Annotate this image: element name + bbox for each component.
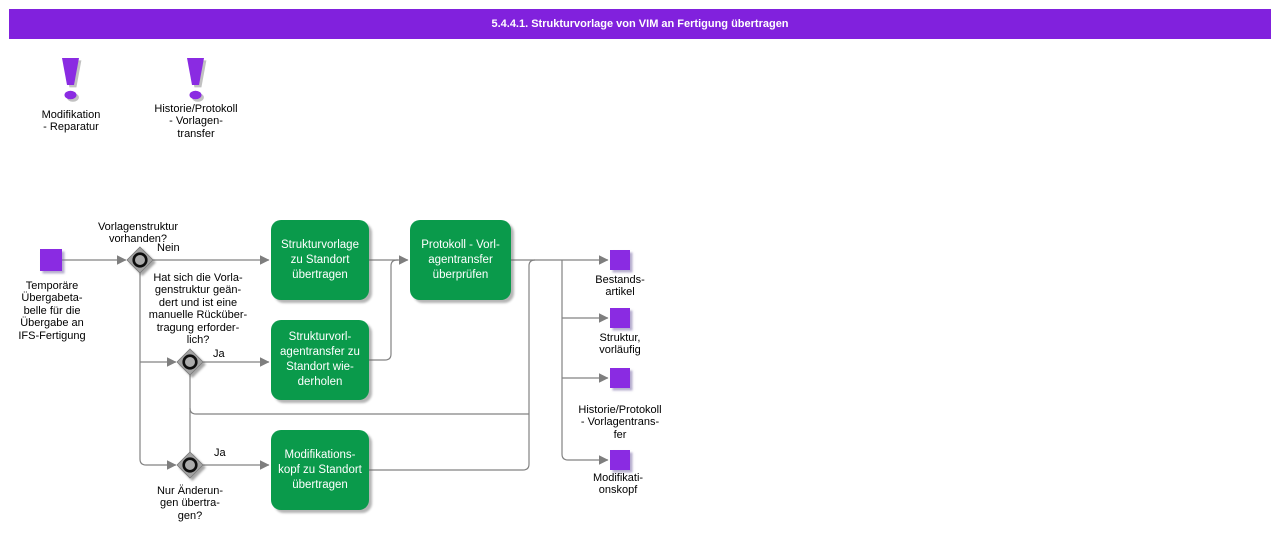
decision-gateway-2[interactable] <box>176 348 204 376</box>
decision1-question: Vorlagenstruktur vorhanden? <box>97 221 179 246</box>
decision3-branch-label: Ja <box>214 447 226 459</box>
activity-modifikationskopf-uebertragen[interactable]: Modifikations- kopf zu Standort übertrag… <box>271 430 369 510</box>
output-node-historie-protokoll[interactable] <box>610 368 630 388</box>
exclamation-icon <box>62 58 82 102</box>
output-label-struktur-vorlaeufig: Struktur, vorläufig <box>599 332 641 357</box>
process-title: 5.4.4.1. Strukturvorlage von VIM an Fert… <box>491 18 789 30</box>
start-node[interactable] <box>40 249 62 271</box>
activity-strukturvorlage-uebertragen[interactable]: Strukturvorlage zu Standort übertragen <box>271 220 369 300</box>
output-label-modifikationskopf: Modifikati- onskopf <box>592 472 644 497</box>
connector-decision2-nein <box>189 407 529 415</box>
activity-protokoll-ueberpruefen[interactable]: Protokoll - Vorl- agentransfer überprüfe… <box>410 220 511 300</box>
start-node-label: Temporäre Übergabeta- belle für die Über… <box>18 280 86 342</box>
decision-gateway-1[interactable] <box>126 246 154 274</box>
decision2-branch-label: Ja <box>213 348 225 360</box>
output-node-bestandsartikel[interactable] <box>610 250 630 270</box>
process-title-bar: 5.4.4.1. Strukturvorlage von VIM an Fert… <box>9 9 1271 39</box>
connector-activity2-to-merge <box>369 259 398 361</box>
output-node-modifikationskopf[interactable] <box>610 450 630 470</box>
decision2-question: Hat sich die Vorla- genstruktur geän- de… <box>148 272 248 347</box>
connector-decision1-to-decision3 <box>139 273 177 470</box>
decision3-question: Nur Änderun- gen übertra- gen? <box>156 485 224 522</box>
decision1-branch-label: Nein <box>157 242 180 254</box>
exclamation-icon <box>187 58 207 102</box>
output-label-historie-protokoll: Historie/Protokoll - Vorlagentrans- fer <box>578 404 662 441</box>
legend-label-historie-protokoll: Historie/Protokoll - Vorlagen- transfer <box>154 103 238 140</box>
connector-trunk-to-output4 <box>561 260 609 465</box>
decision-gateway-3[interactable] <box>176 451 204 479</box>
output-label-bestandsartikel: Bestands- artikel <box>595 274 645 299</box>
activity-strukturvorlagentransfer-wiederholen[interactable]: Strukturvorl- agentransfer zu Standort w… <box>271 320 369 400</box>
legend-label-modifikation-reparatur: Modifikation - Reparatur <box>41 109 101 134</box>
connector-activity4-to-trunk <box>369 259 536 471</box>
output-node-struktur-vorlaeufig[interactable] <box>610 308 630 328</box>
